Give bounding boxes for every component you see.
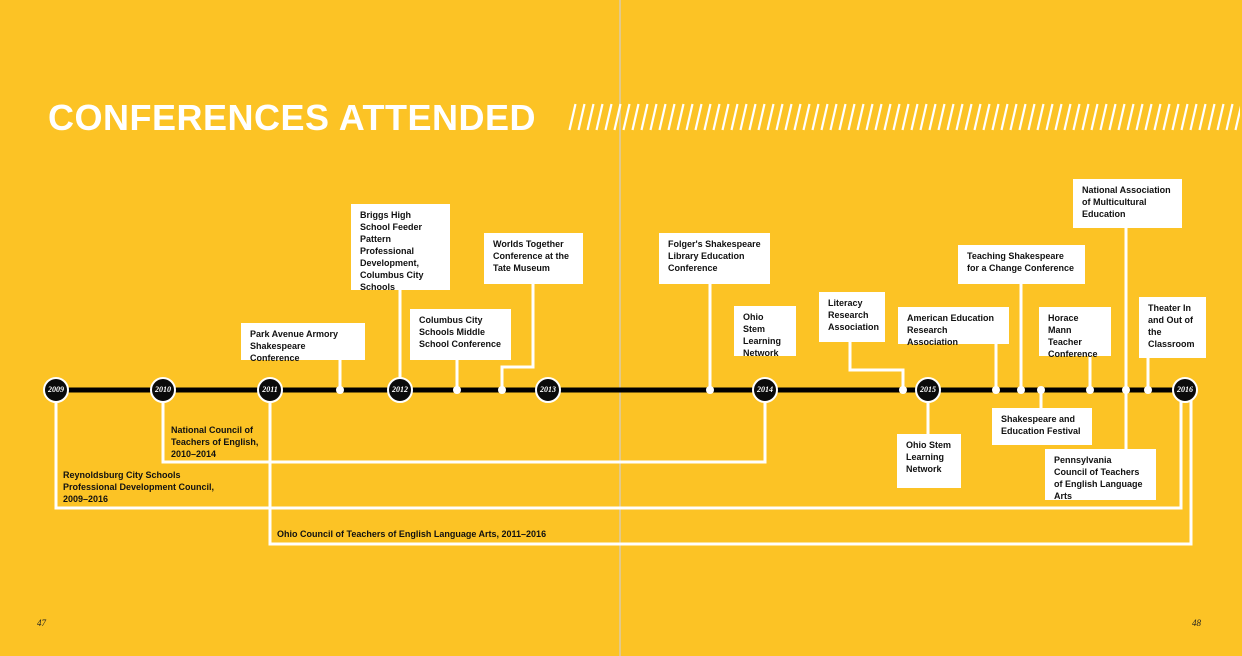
slash-decoration (568, 102, 1240, 132)
event-dot (1086, 386, 1094, 394)
conference-name: National Association of Multicultural Ed… (1073, 179, 1182, 228)
event-dot (453, 386, 461, 394)
event-dot (992, 386, 1000, 394)
year-node-2009: 2009 (43, 377, 69, 403)
conference-ohio-stem-bottom: Ohio Stem Learning Network (897, 434, 961, 488)
conference-park-avenue: Park Avenue Armory Shakespeare Conferenc… (241, 323, 365, 363)
event-dot (336, 386, 344, 394)
conference-worlds-together: Worlds Together Conference at the Tate M… (484, 233, 583, 284)
year-node-2011: 2011 (257, 377, 283, 403)
connector-ncte (161, 390, 767, 464)
conference-pennsylvania: Pennsylvania Council of Teachers of Engl… (1045, 449, 1156, 501)
conference-ohio-stem-top: Ohio Stem Learning Network (734, 306, 796, 358)
event-dot (899, 386, 907, 394)
event-dot (1037, 386, 1045, 394)
event-dot (1122, 386, 1130, 394)
year-node-2012: 2012 (387, 377, 413, 403)
conference-horace-mann: Horace Mann Teacher Conference (1039, 307, 1111, 359)
connector-worlds-together (500, 284, 535, 390)
conference-shakespeare-festival: Shakespeare and Education Festival (992, 408, 1092, 445)
conference-teaching-shakespeare: Teaching Shakespeare for a Change Confer… (958, 245, 1085, 284)
conference-theater: Theater In and Out of the Classroom (1139, 297, 1206, 358)
connector-reynoldsburg (54, 390, 1183, 510)
conference-briggs: Briggs High School Feeder Pattern Profes… (351, 204, 450, 292)
event-dot (1017, 386, 1025, 394)
membership-ohio-council: Ohio Council of Teachers of English Lang… (277, 529, 547, 539)
conference-folger: Folger's Shakespeare Library Education C… (659, 233, 770, 284)
conference-literacy: Literacy Research Association (819, 292, 885, 342)
year-node-2013: 2013 (535, 377, 561, 403)
membership-ncte: National Council of Teachers of English,… (171, 425, 259, 459)
year-node-2016: 2016 (1172, 377, 1198, 403)
membership-reynoldsburg: Reynoldsburg City Schools Professional D… (63, 470, 215, 504)
conference-columbus-middle: Columbus City Schools Middle School Conf… (410, 309, 511, 360)
year-node-2014: 2014 (752, 377, 778, 403)
page-number-left: 47 (37, 618, 46, 628)
event-dot (498, 386, 506, 394)
event-dot (706, 386, 714, 394)
connector-literacy (848, 342, 905, 390)
year-node-2015: 2015 (915, 377, 941, 403)
event-dot (1144, 386, 1152, 394)
year-node-2010: 2010 (150, 377, 176, 403)
conference-aera: American Education Research Association (898, 307, 1009, 347)
page-fold (619, 0, 621, 656)
page-number-right: 48 (1192, 618, 1201, 628)
page-title: CONFERENCES ATTENDED (48, 97, 537, 138)
